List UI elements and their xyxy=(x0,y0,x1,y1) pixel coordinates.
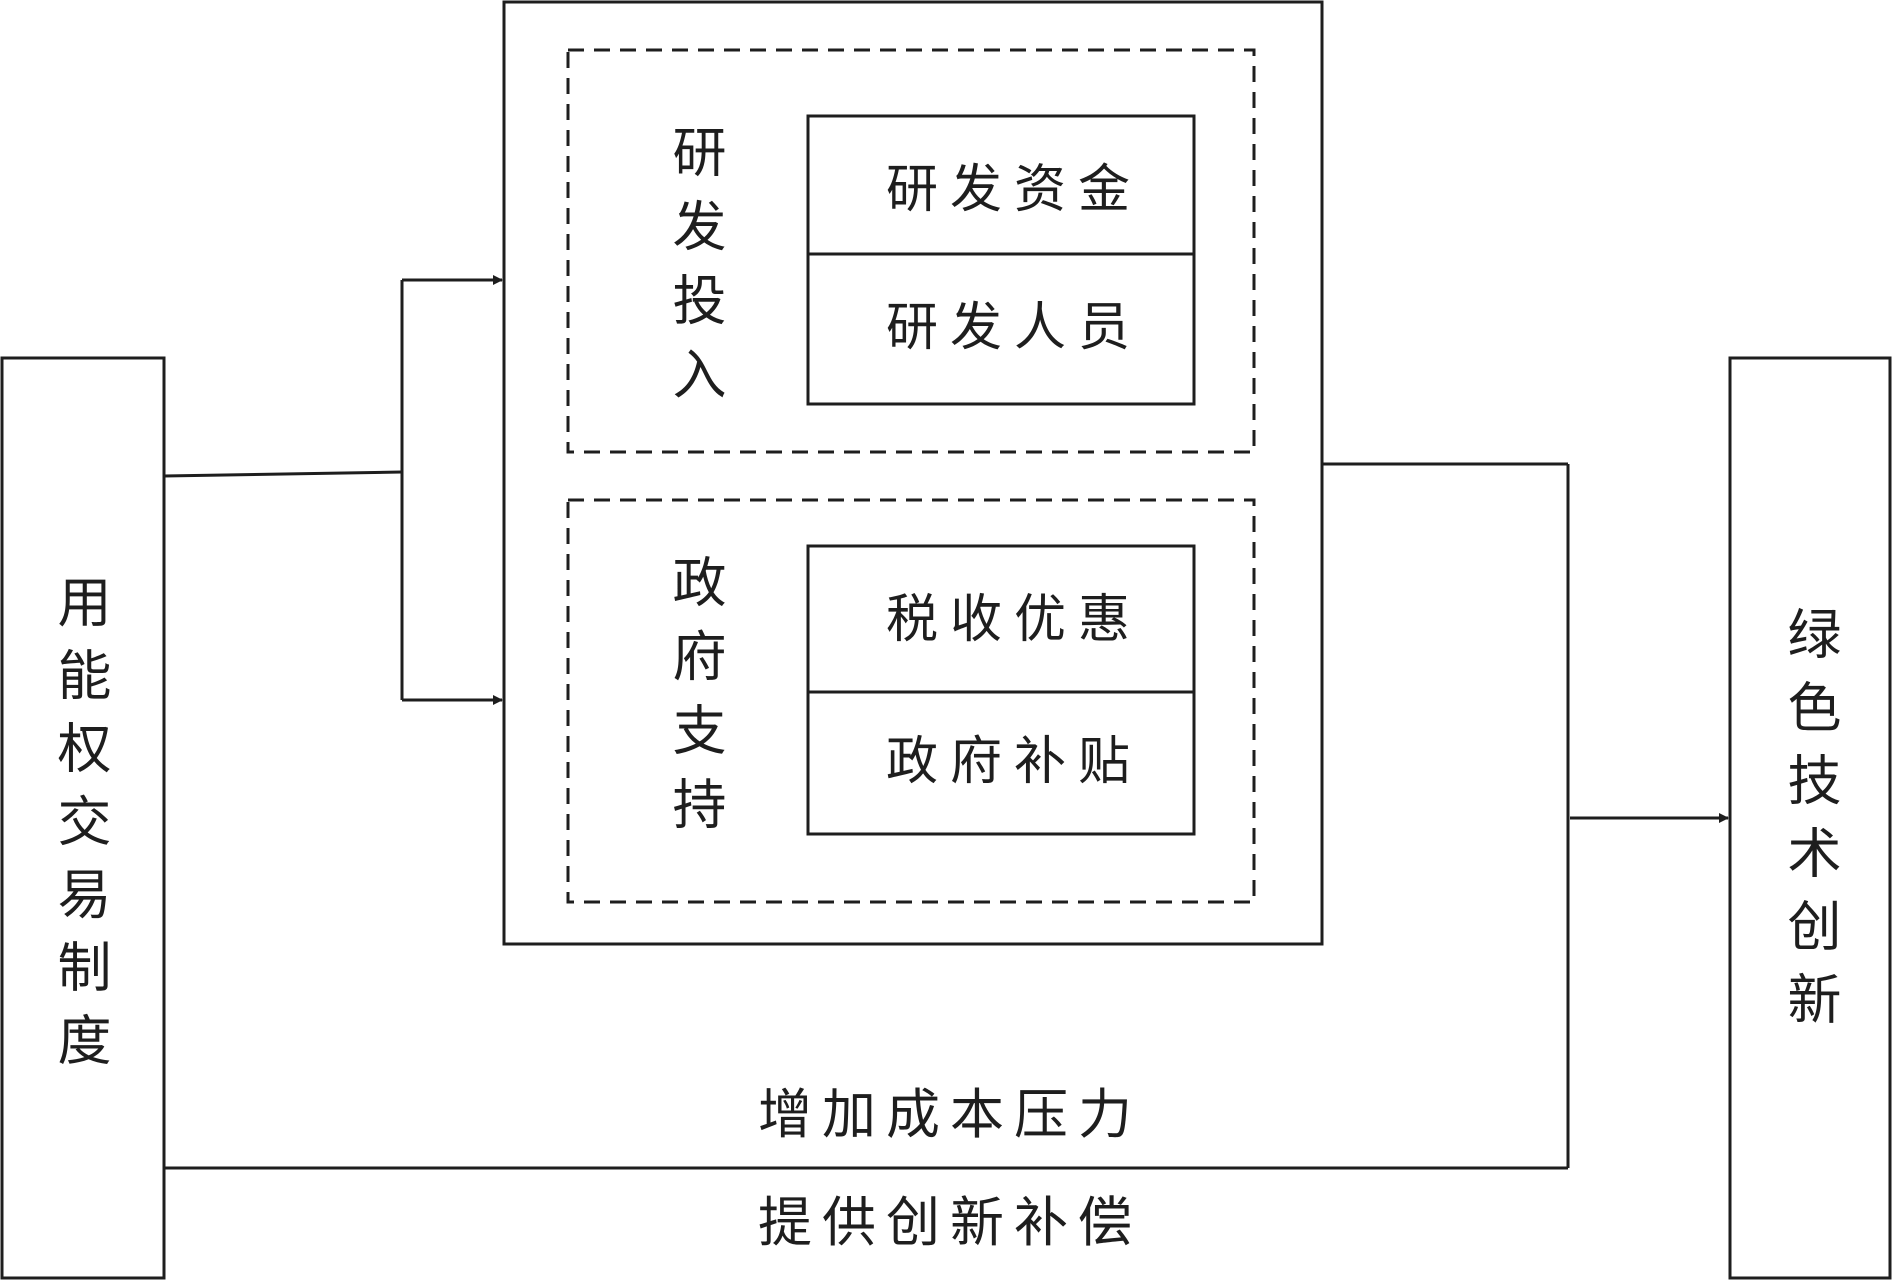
tax-incentive-label: 税收优惠 xyxy=(886,590,1143,650)
rd-personnel-label: 研发人员 xyxy=(886,298,1143,358)
gov-subsidy-label: 政府补贴 xyxy=(886,732,1143,792)
gov-group-label: 政府支持 xyxy=(663,554,726,850)
left-box xyxy=(0,356,166,1280)
rd-items-box xyxy=(806,114,1196,406)
right-box xyxy=(1728,356,1892,1280)
left-box-label: 用能权交易制度 xyxy=(48,574,111,1085)
central-box xyxy=(502,0,1324,946)
cost-pressure-label: 增加成本压力 xyxy=(758,1083,1142,1146)
rd-group-label: 研发投入 xyxy=(663,124,726,420)
gov-group-dashed-box xyxy=(566,498,1256,904)
gov-items-box xyxy=(806,544,1196,836)
innovation-compensation-label: 提供创新补偿 xyxy=(758,1191,1142,1254)
right-box-label: 绿色技术创新 xyxy=(1778,606,1841,1044)
rd-funds-label: 研发资金 xyxy=(886,160,1143,220)
left-connector-line xyxy=(163,470,403,478)
rd-group-dashed-box xyxy=(566,48,1256,454)
